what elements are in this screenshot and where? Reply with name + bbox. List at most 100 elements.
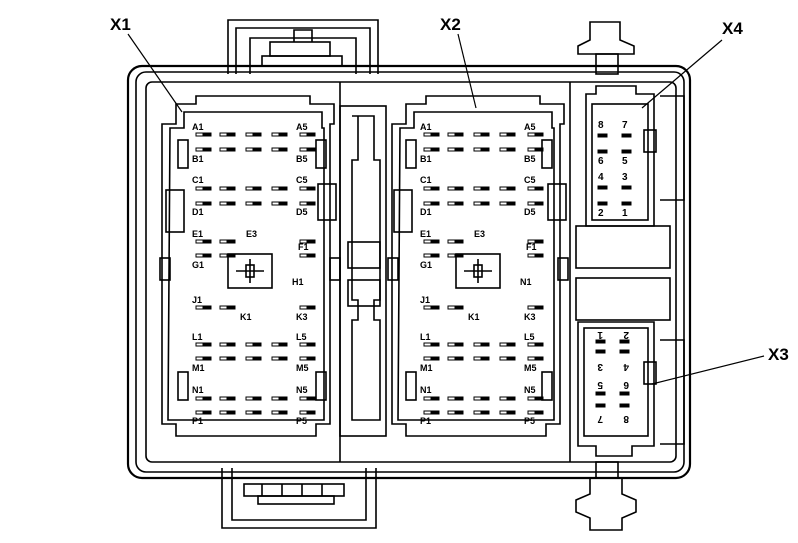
- pin-cavity: [447, 147, 456, 152]
- pin-cavity: [499, 356, 508, 361]
- x1-label-l1: L1: [192, 332, 203, 342]
- pin-cavity: [595, 403, 601, 408]
- connector-x4-cavity-labels: 8 7 6 5 4 3 2 1: [598, 120, 628, 219]
- pin-cavity: [481, 396, 490, 401]
- pin-cavity: [271, 342, 280, 347]
- pin-cavity: [227, 201, 236, 206]
- connector-x1-pin-labels: A1 A5 B1 B5 C1 C5 D1 D5 E1 E3 F1 G1 H1 J…: [192, 122, 309, 426]
- pin-cavity: [527, 356, 536, 361]
- pin-cavity: [195, 410, 204, 415]
- pin-cavity: [535, 305, 544, 310]
- x1-label-j1: J1: [192, 295, 202, 305]
- pin-cavity: [245, 147, 254, 152]
- x2-label-c1: C1: [420, 175, 432, 185]
- pin-cavity: [624, 339, 630, 344]
- pin-cavity: [279, 147, 288, 152]
- pin-cavity: [481, 410, 490, 415]
- pin-cavity: [195, 132, 204, 137]
- pin-cavity: [195, 305, 204, 310]
- pin-cavity: [527, 410, 536, 415]
- pin-cavity: [271, 201, 280, 206]
- pin-cavity: [195, 201, 204, 206]
- pin-cavity: [279, 186, 288, 191]
- x1-label-p5: P5: [296, 416, 307, 426]
- x2-label-e3: E3: [474, 229, 485, 239]
- pin-cavity: [527, 132, 536, 137]
- x2-label-n1-top: N1: [520, 277, 532, 287]
- x1-label-a5: A5: [296, 122, 308, 132]
- pin-cavity: [423, 186, 432, 191]
- pin-cavity: [473, 132, 482, 137]
- pin-cavity: [423, 132, 432, 137]
- pin-cavity: [597, 201, 603, 206]
- pin-cavity: [299, 342, 308, 347]
- x4-label-1: 1: [622, 208, 628, 219]
- pin-cavity: [431, 305, 440, 310]
- x4-label-4: 4: [598, 172, 604, 183]
- pin-cavity: [299, 201, 308, 206]
- pin-cavity: [423, 239, 432, 244]
- pin-cavity: [227, 239, 236, 244]
- x1-label-m5: M5: [296, 363, 309, 373]
- x3-label-2: 2: [623, 329, 629, 340]
- pin-cavity: [473, 410, 482, 415]
- pin-cavity: [626, 185, 632, 190]
- pin-cavity: [626, 201, 632, 206]
- bottom-latch-tabs: [221, 468, 377, 529]
- pin-cavity: [279, 201, 288, 206]
- pin-cavity: [535, 253, 544, 258]
- connector-x3-outline: [577, 321, 657, 457]
- pin-cavity: [227, 147, 236, 152]
- pin-cavity: [227, 132, 236, 137]
- x3-label-3: 3: [597, 361, 603, 372]
- pin-cavity: [527, 186, 536, 191]
- pin-cavity: [307, 305, 316, 310]
- pin-cavity: [245, 410, 254, 415]
- pin-cavity: [619, 339, 625, 344]
- leader-lines: [127, 33, 765, 385]
- pin-cavity: [527, 201, 536, 206]
- x3-label-5: 5: [597, 379, 603, 390]
- pin-cavity: [600, 349, 606, 354]
- x2-label-g1: G1: [420, 260, 432, 270]
- pin-cavity: [527, 342, 536, 347]
- pin-cavity: [595, 339, 601, 344]
- x2-label-p1: P1: [420, 416, 431, 426]
- pin-cavity: [195, 186, 204, 191]
- pin-cavity: [455, 132, 464, 137]
- pin-cavity: [455, 356, 464, 361]
- pin-cavity: [499, 342, 508, 347]
- pin-cavity: [307, 239, 316, 244]
- pin-cavity: [621, 185, 627, 190]
- x2-label-l5: L5: [524, 332, 535, 342]
- pin-cavity: [447, 201, 456, 206]
- pin-cavity: [473, 342, 482, 347]
- pin-cavity: [227, 356, 236, 361]
- pin-cavity: [203, 132, 212, 137]
- pin-cavity: [299, 396, 308, 401]
- pin-cavity: [299, 356, 308, 361]
- pin-cavity: [227, 396, 236, 401]
- pin-cavity: [253, 186, 262, 191]
- pin-cavity: [535, 342, 544, 347]
- pin-cavity: [597, 149, 603, 154]
- x2-label-a5: A5: [524, 122, 536, 132]
- pin-cavity: [499, 201, 508, 206]
- pin-cavity: [600, 339, 606, 344]
- pin-cavity: [203, 342, 212, 347]
- x4-label-5: 5: [622, 156, 628, 167]
- pin-cavity: [619, 349, 625, 354]
- pin-cavity: [431, 410, 440, 415]
- pin-cavity: [203, 410, 212, 415]
- x4-label-7: 7: [622, 120, 628, 131]
- pin-cavity: [473, 147, 482, 152]
- pin-cavity: [219, 356, 228, 361]
- pin-cavity: [447, 305, 456, 310]
- pin-cavity: [619, 391, 625, 396]
- pin-cavity: [423, 253, 432, 258]
- pin-cavity: [203, 239, 212, 244]
- pin-cavity: [447, 186, 456, 191]
- connector-x3-cavity-labels: 1 2 3 4 5 6 7 8: [597, 329, 629, 424]
- pin-cavity: [203, 356, 212, 361]
